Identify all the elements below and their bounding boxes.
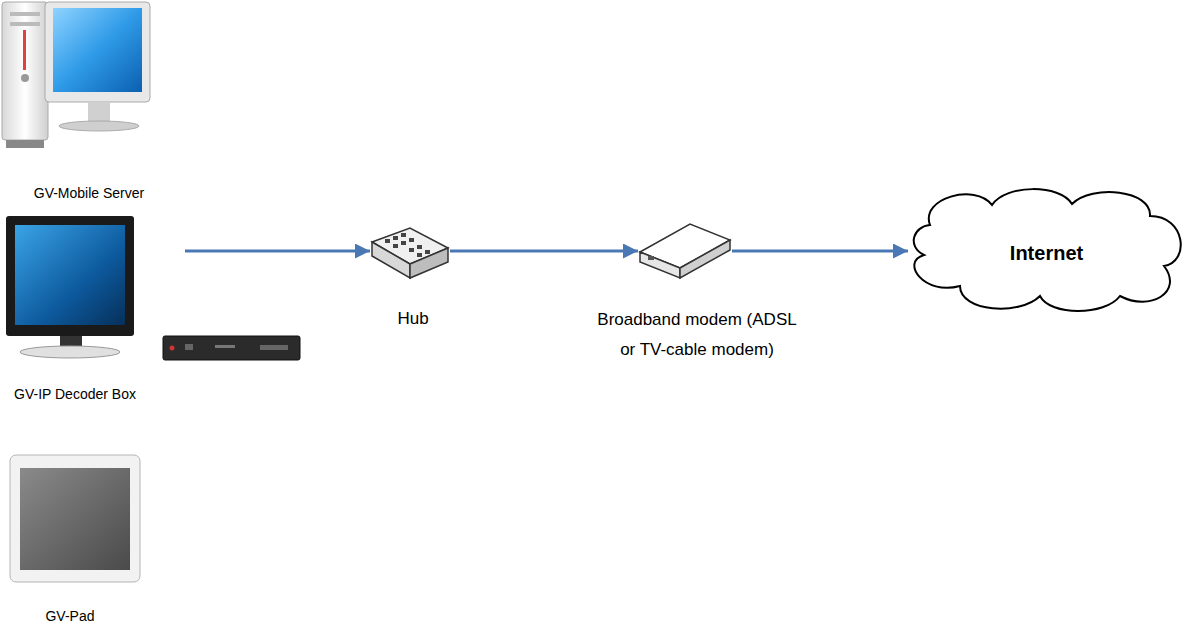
cloud-shape xyxy=(914,189,1181,311)
cloud-node: Internet xyxy=(908,195,1185,310)
decoder-box-icon xyxy=(163,336,300,360)
server-node: GV-Mobile Server xyxy=(0,0,150,150)
decoder-node: GV-IP Decoder Box xyxy=(0,215,185,365)
device-label: GV-Mobile Server xyxy=(33,185,146,202)
arrow-connector xyxy=(185,250,370,253)
device-label: Hub xyxy=(396,309,430,329)
monitor-icon xyxy=(6,216,134,358)
cloud-label: Internet xyxy=(1009,241,1085,265)
modem-icon xyxy=(640,224,730,278)
hub-icon xyxy=(372,228,448,278)
pad-node: GV-Pad xyxy=(10,455,140,582)
arrow-connector xyxy=(732,250,908,253)
device-label: GV-IP Decoder Box xyxy=(13,386,137,403)
hub-node: Hub xyxy=(370,228,450,278)
device-label: GV-Pad xyxy=(44,608,96,625)
pad-icon xyxy=(10,455,140,582)
device-label: Broadband modem (ADSL or TV-cable modem) xyxy=(589,305,806,365)
modem-node: Broadband modem (ADSL or TV-cable modem) xyxy=(638,222,732,278)
server-icon xyxy=(2,2,150,148)
arrow-connector xyxy=(450,250,638,253)
